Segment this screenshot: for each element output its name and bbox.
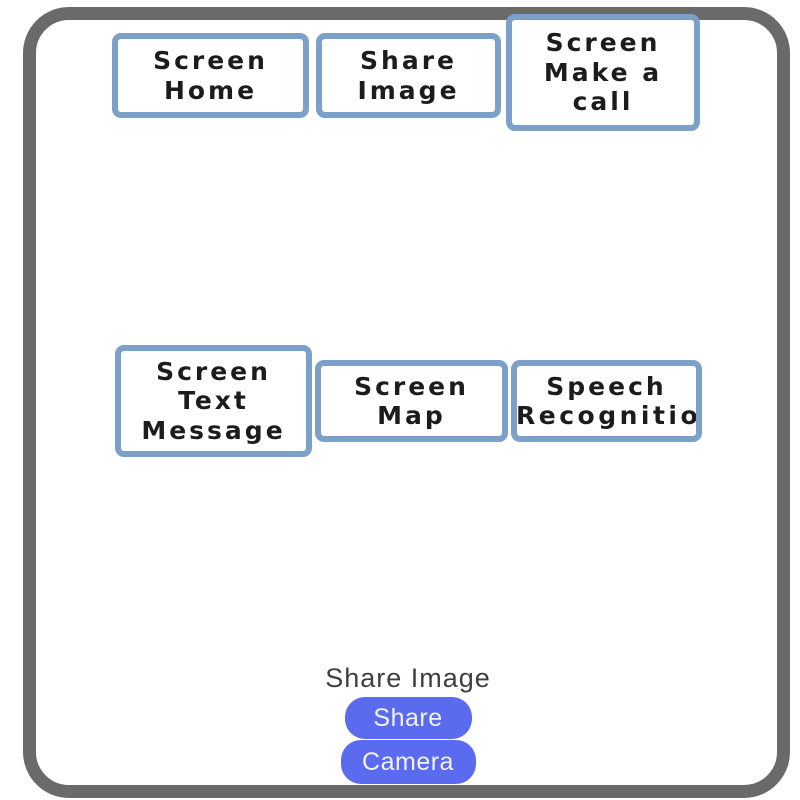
camera-button[interactable]: Camera bbox=[340, 740, 476, 784]
make-a-call-label-line1: Screen bbox=[545, 28, 661, 58]
screen-map-button[interactable]: Screen Map bbox=[315, 360, 508, 442]
screen-home-button[interactable]: Screen Home bbox=[112, 33, 309, 118]
make-a-call-label-line3: call bbox=[572, 87, 634, 117]
screen-map-label-line1: Screen bbox=[354, 371, 469, 401]
bottom-action-group: Share Image Share Camera bbox=[8, 662, 800, 784]
share-image-button[interactable]: Share Image bbox=[316, 33, 501, 118]
share-image-label-line2: Image bbox=[357, 75, 460, 105]
speech-recognition-button[interactable]: Speech Recognition bbox=[511, 360, 702, 442]
share-image-caption: Share Image bbox=[325, 663, 491, 693]
speech-recognition-label-line1: Speech bbox=[546, 371, 667, 401]
text-message-label-line2: Text bbox=[178, 386, 249, 416]
screen-home-label-line1: Screen bbox=[153, 46, 268, 75]
share-image-label-line1: Share bbox=[360, 46, 457, 75]
share-button[interactable]: Share bbox=[344, 697, 472, 739]
speech-recognition-label-line2: Recognition bbox=[516, 401, 702, 430]
screen-text-message-button[interactable]: Screen Text Message bbox=[115, 345, 312, 457]
make-a-call-label-line2: Make a bbox=[543, 57, 663, 87]
text-message-label-line1: Screen bbox=[156, 356, 271, 386]
screen-home-label-line2: Home bbox=[163, 75, 258, 105]
screen-make-a-call-button[interactable]: Screen Make a call bbox=[506, 14, 700, 131]
screen-map-label-line2: Map bbox=[377, 401, 446, 430]
text-message-label-line3: Message bbox=[141, 415, 286, 445]
